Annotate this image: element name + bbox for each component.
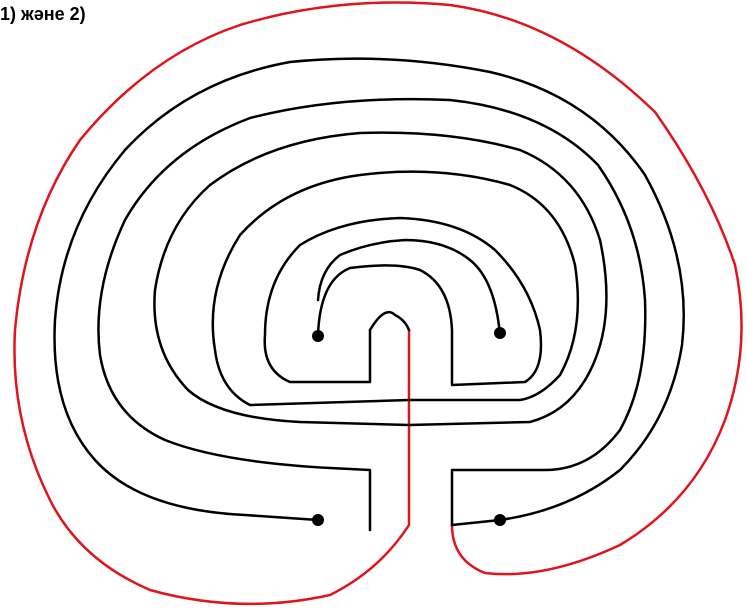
maze-wall-center-arch (370, 312, 409, 330)
endpoint-dot-center-left (312, 330, 324, 342)
solution-path-outer (14, 3, 741, 604)
maze-wall-ring-2 (98, 99, 645, 530)
endpoint-dot-center-right (494, 327, 506, 339)
maze-wall-ring-3 (154, 133, 606, 425)
endpoint-dot-bottom-left (312, 514, 324, 526)
maze-wall-center-right (318, 240, 500, 335)
endpoint-dot-bottom-right (494, 514, 506, 526)
maze-wall-ring-1 (55, 59, 684, 525)
maze-wall-ring-5 (265, 218, 541, 385)
